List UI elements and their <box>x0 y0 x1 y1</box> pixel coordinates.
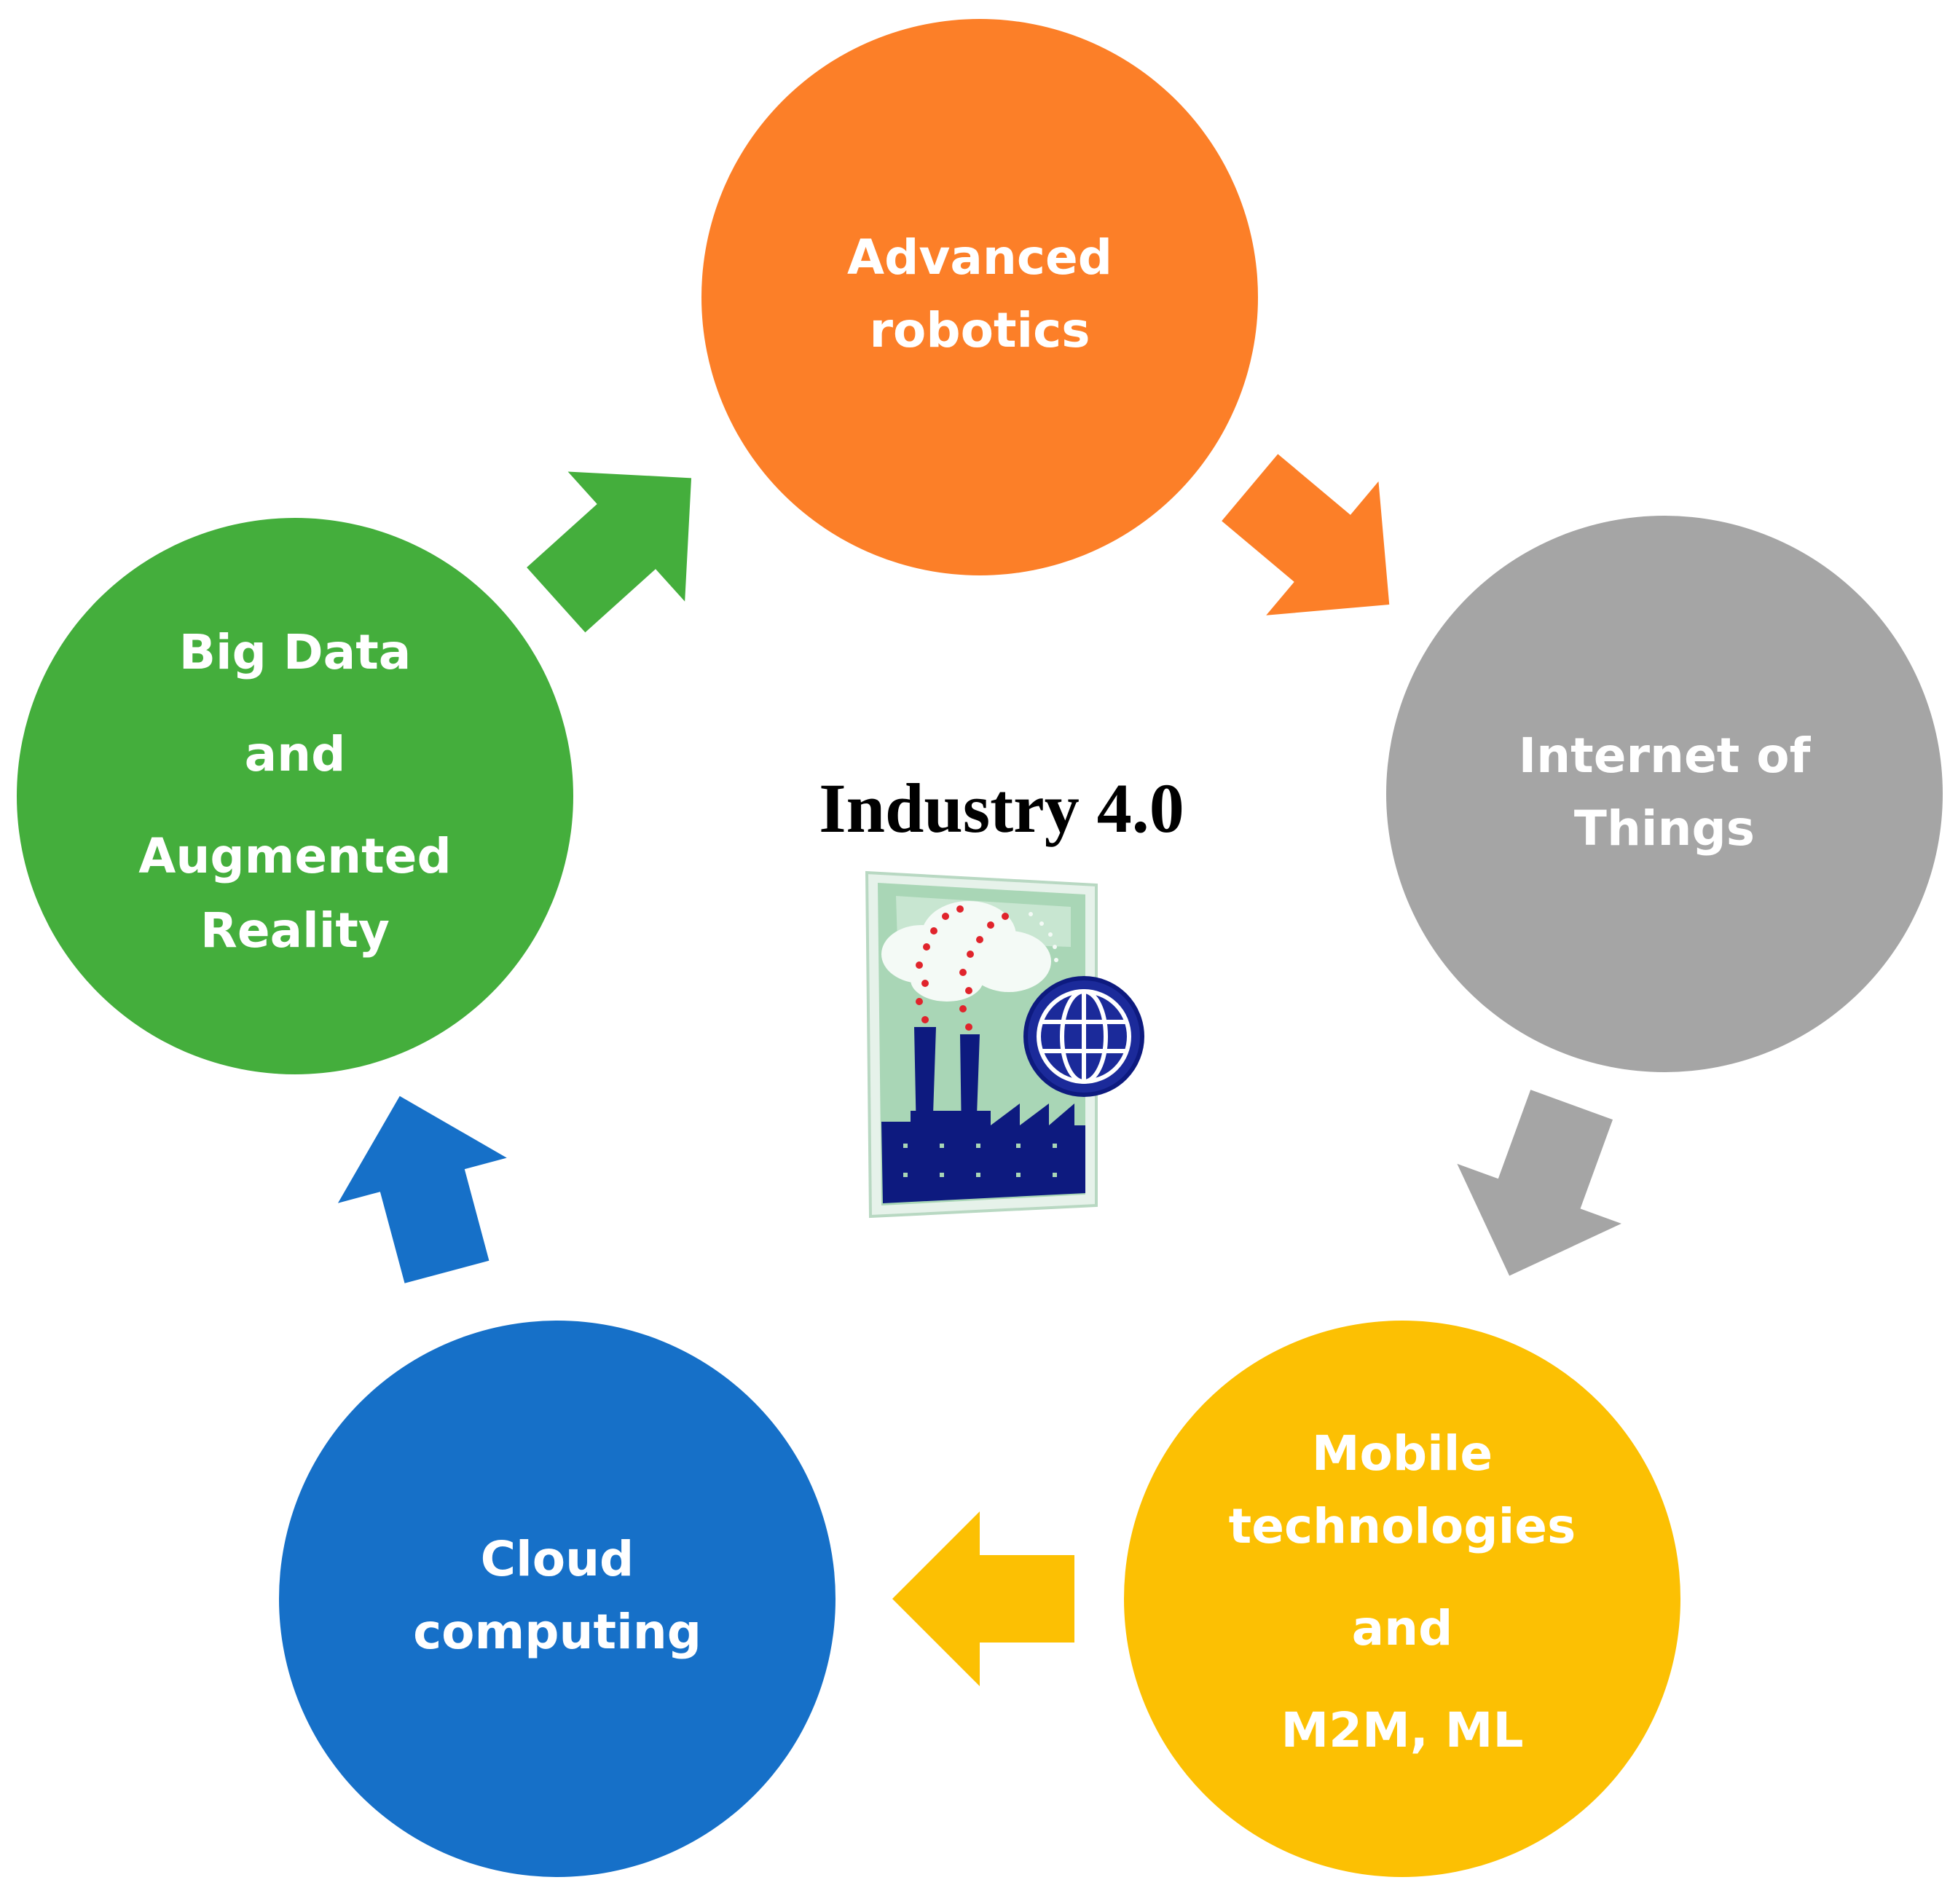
advanced-robotics-circle <box>701 19 1258 575</box>
big-data-circle <box>17 518 573 1074</box>
cloud-computing-label-line1: Cloud <box>481 1531 634 1587</box>
mobile-technologies-label-line1: Mobile <box>1312 1425 1493 1482</box>
factory-globe-icon <box>865 870 1144 1219</box>
big-data-label-line3: Augmented <box>138 828 451 884</box>
node-mobile-technologies: Mobile technologies and M2M, ML <box>1124 1321 1680 1877</box>
arrow-mobile-to-cloud <box>892 1511 1074 1686</box>
node-internet-of-things: Internet of Things <box>1386 516 1943 1072</box>
mobile-technologies-circle <box>1124 1321 1680 1877</box>
advanced-robotics-label-line2: robotics <box>869 302 1090 358</box>
cloud-computing-label-line2: computing <box>413 1604 701 1660</box>
mobile-technologies-label-line2: technologies <box>1229 1498 1576 1554</box>
internet-of-things-circle <box>1386 516 1943 1072</box>
arrow-robotics-to-iot <box>1222 454 1390 615</box>
globe-icon <box>1023 976 1144 1097</box>
node-big-data: Big Data and Augmented Reality <box>17 518 573 1074</box>
internet-of-things-label-line2: Things <box>1574 800 1755 857</box>
big-data-label-line1: Big Data <box>179 624 412 680</box>
cloud-computing-circle <box>279 1321 836 1877</box>
advanced-robotics-label-line1: Advanced <box>847 229 1112 286</box>
big-data-label-line4: Reality <box>200 902 390 959</box>
arrow-iot-to-mobile <box>1457 1090 1621 1276</box>
node-cloud-computing: Cloud computing <box>279 1321 836 1877</box>
node-advanced-robotics: Advanced robotics <box>701 19 1258 575</box>
internet-of-things-label-line1: Internet of <box>1519 728 1812 784</box>
arrow-cloud-to-bigdata <box>337 1095 507 1283</box>
mobile-technologies-label-line3: and <box>1352 1600 1453 1656</box>
big-data-label-line2: and <box>245 726 346 782</box>
mobile-technologies-label-line4: M2M, ML <box>1281 1702 1523 1758</box>
arrow-bigdata-to-robotics <box>527 471 692 633</box>
center-title: Industry 4.0 <box>819 769 1184 847</box>
